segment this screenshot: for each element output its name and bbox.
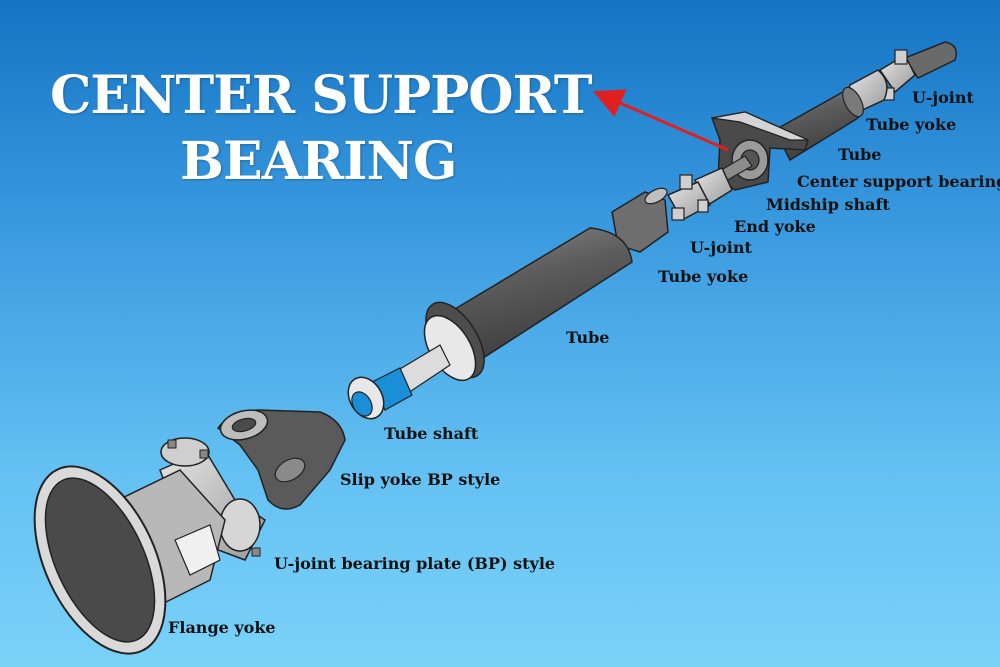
label-tube-top: Tube	[838, 145, 882, 164]
label-tube-shaft: Tube shaft	[384, 424, 479, 443]
title-line-2: BEARING	[180, 131, 457, 192]
flange-yoke-part	[33, 465, 226, 655]
rear-shaft-end	[903, 41, 957, 79]
label-ujoint-top: U-joint	[912, 88, 974, 107]
title-line-1: CENTER SUPPORT	[50, 65, 593, 126]
label-center-support-bearing: Center support bearing	[797, 172, 1000, 191]
label-ujoint-bp: U-joint bearing plate (BP) style	[274, 554, 556, 573]
label-midship-shaft: Midship shaft	[766, 195, 890, 214]
label-end-yoke: End yoke	[734, 217, 816, 236]
label-tube-yoke-top: Tube yoke	[866, 115, 957, 134]
tube-shaft-part	[347, 344, 451, 420]
label-tube-main: Tube	[566, 328, 610, 347]
callout-arrow	[592, 89, 729, 152]
label-tube-yoke-mid: Tube yoke	[658, 267, 749, 286]
label-slip-yoke: Slip yoke BP style	[340, 470, 501, 489]
top-ujoint-part	[878, 49, 916, 101]
label-flange-yoke: Flange yoke	[168, 618, 276, 637]
mid-ujoint-part	[666, 174, 712, 222]
slip-yoke-part	[216, 409, 346, 510]
label-ujoint-mid: U-joint	[690, 238, 752, 257]
